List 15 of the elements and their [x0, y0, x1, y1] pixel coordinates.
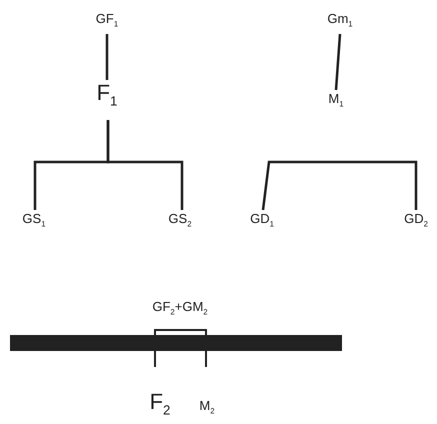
text-label: F$_{2}$: [150, 391, 170, 417]
node-label: Gm$_{1}$: [327, 12, 353, 28]
node-label: GF$_{1}$: [96, 12, 118, 28]
node-label: GS$_{1}$: [22, 212, 46, 228]
node-label: GD$_{1}$: [250, 212, 274, 228]
text-label: M$_{2}$: [199, 399, 215, 416]
connector-line: [106, 34, 108, 80]
text-label: GF$_{2}$+GM$_{2}$: [152, 300, 208, 316]
node-label: F$_{1}$: [96, 82, 118, 108]
node-label: M$_{1}$: [328, 92, 344, 108]
connector-line: [106, 120, 184, 210]
connector-line: [334, 34, 342, 90]
node-label: GD$_{2}$: [404, 212, 428, 228]
node-label: GS$_{2}$: [168, 212, 192, 228]
connector-line: [262, 160, 418, 210]
